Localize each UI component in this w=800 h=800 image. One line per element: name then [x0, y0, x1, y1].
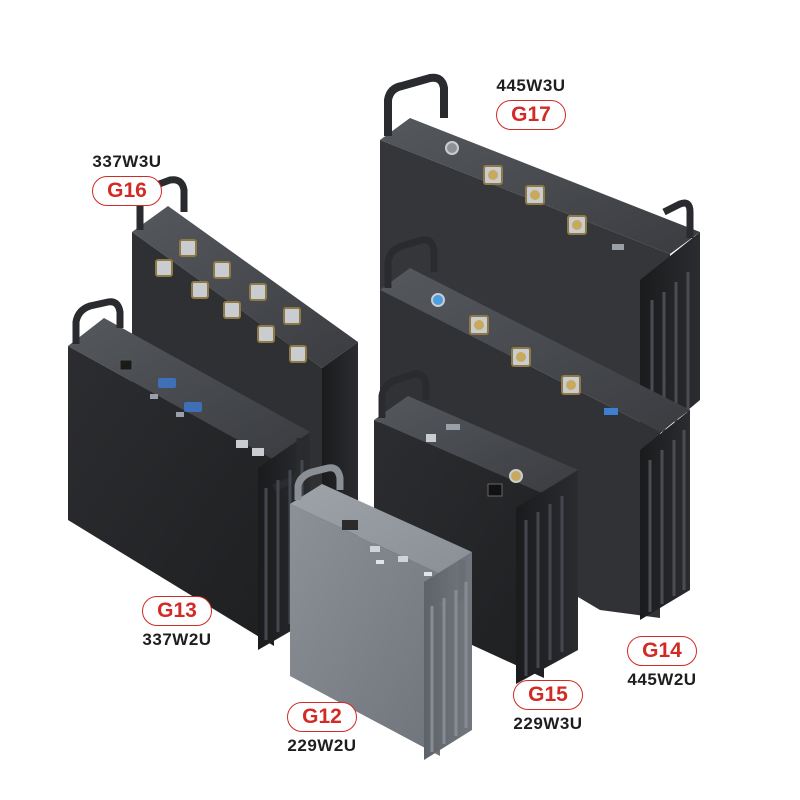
model-number-g12: 229W2U [287, 736, 357, 755]
model-number-g15: 229W3U [513, 714, 583, 733]
enclosure-g13 [68, 298, 310, 650]
label-g12: G12 229W2U [252, 702, 392, 756]
product-code-g16: G16 [92, 176, 162, 206]
model-number-g14: 445W2U [627, 670, 697, 689]
label-g17: 445W3U G17 [466, 76, 596, 130]
label-g15: G15 229W3U [478, 680, 618, 734]
product-code-g13: G13 [142, 596, 212, 626]
model-number-g13: 337W2U [142, 630, 212, 649]
label-g14: G14 445W2U [592, 636, 732, 690]
enclosure-g12 [290, 464, 472, 760]
product-code-g15: G15 [513, 680, 583, 710]
enclosure-g17 [380, 73, 700, 450]
product-code-g12: G12 [287, 702, 357, 732]
label-g16: 337W3U G16 [62, 152, 192, 206]
product-code-g17: G17 [496, 100, 566, 130]
product-code-g14: G14 [627, 636, 697, 666]
model-number-g16: 337W3U [92, 152, 162, 171]
model-number-g17: 445W3U [496, 76, 566, 95]
label-g13: G13 337W2U [112, 596, 242, 650]
